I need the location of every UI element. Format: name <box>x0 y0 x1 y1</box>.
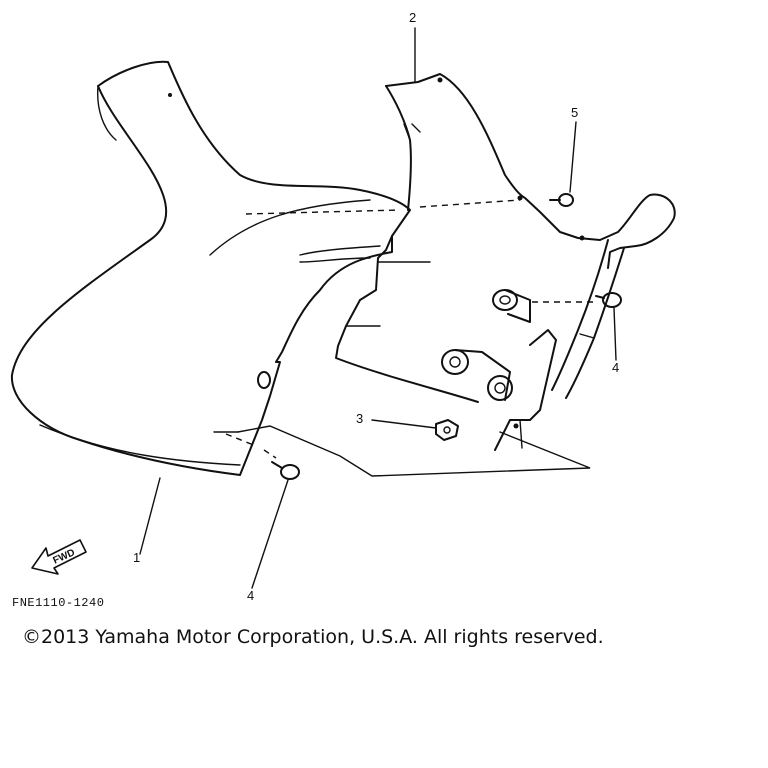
mount-bracket <box>494 329 557 451</box>
figure-code: FNE1110-1240 <box>12 596 104 610</box>
assembly-lines <box>225 199 596 459</box>
copyright-notice: ©2013 Yamaha Motor Corporation, U.S.A. A… <box>22 626 604 648</box>
callout-2: 2 <box>409 10 416 25</box>
screw-part-4-right <box>595 292 622 308</box>
callout-5: 5 <box>571 105 578 120</box>
leader-lines <box>139 27 617 589</box>
nut-part-3 <box>435 419 459 441</box>
forward-arrow-icon: FWD <box>31 539 87 575</box>
fairing-panel-part-1 <box>10 60 411 476</box>
inner-bracket-area <box>213 235 591 477</box>
upper-cover-part-2 <box>385 73 676 399</box>
callout-4-lower: 4 <box>247 588 254 603</box>
screw-part-5 <box>549 193 574 207</box>
parts-diagram: 2 5 3 4 4 1 FWD FNE1110-1240 <box>10 10 676 610</box>
screw-part-4-lower <box>271 461 300 480</box>
rubber-mount-upper <box>492 289 531 323</box>
callout-3: 3 <box>356 411 363 426</box>
rubber-mount-lower <box>441 349 513 401</box>
callout-1: 1 <box>133 550 140 565</box>
callout-4-right: 4 <box>612 360 619 375</box>
